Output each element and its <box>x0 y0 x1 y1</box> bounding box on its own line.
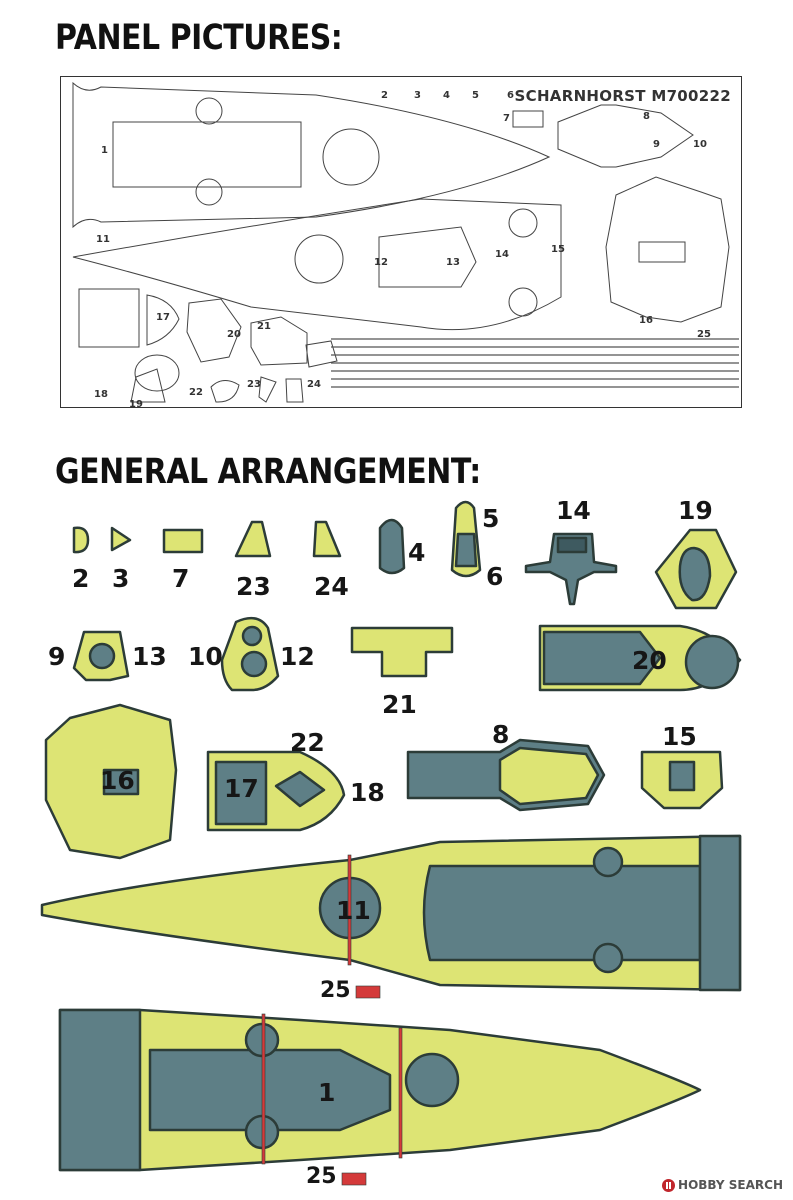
panel-label-9: 9 <box>653 139 660 150</box>
part-18 <box>274 770 326 808</box>
label-16: 16 <box>100 766 135 795</box>
panel-parts-outline <box>72 81 739 403</box>
label-25-b: 25 <box>306 1164 337 1189</box>
part-20-frame <box>542 630 662 686</box>
label-2: 2 <box>72 564 90 593</box>
panel-label-11: 11 <box>96 234 110 245</box>
label-9: 9 <box>48 642 66 671</box>
panel-label-19: 19 <box>129 399 143 410</box>
label-3: 3 <box>112 564 130 593</box>
label-19: 19 <box>678 496 713 525</box>
label-11: 11 <box>336 896 371 925</box>
panel-label-12: 12 <box>374 257 388 268</box>
panel-label-23: 23 <box>247 379 261 390</box>
panel-label-24: 24 <box>307 379 321 390</box>
part-7 <box>162 528 204 554</box>
panel-pictures-heading: PANEL PICTURES: <box>55 18 343 59</box>
label-18: 18 <box>350 778 385 807</box>
part-4 <box>378 518 406 575</box>
label-14: 14 <box>556 496 591 525</box>
label-17: 17 <box>224 774 259 803</box>
part-5-6-inner <box>454 532 478 568</box>
part-1-barbette <box>148 1048 392 1132</box>
part-8-deck <box>498 746 600 806</box>
panel-label-14: 14 <box>495 249 509 260</box>
label-10: 10 <box>188 642 223 671</box>
label-23: 23 <box>236 572 271 601</box>
panel-label-21: 21 <box>257 321 271 332</box>
panel-label-4: 4 <box>443 90 450 101</box>
part-21 <box>350 626 454 678</box>
hobby-search-watermark: HOBBY SEARCH <box>662 1178 783 1192</box>
part-24 <box>312 520 342 558</box>
part-14 <box>524 532 618 606</box>
panel-label-13: 13 <box>446 257 460 268</box>
label-5: 5 <box>482 504 500 533</box>
panel-label-1: 1 <box>101 145 108 156</box>
part-11-ring-a <box>592 846 624 878</box>
watermark-text: HOBBY SEARCH <box>678 1178 783 1192</box>
panel-label-2: 2 <box>381 90 388 101</box>
label-24: 24 <box>314 572 349 601</box>
part-16-plate <box>102 768 140 796</box>
label-1: 1 <box>318 1078 336 1107</box>
panel-label-8: 8 <box>643 111 650 122</box>
photo-etch-panel: SCHARNHORST M700222 1 2 3 4 5 6 7 8 9 10… <box>60 76 742 410</box>
part-15-block <box>668 760 696 792</box>
label-12: 12 <box>280 642 315 671</box>
label-4: 4 <box>408 538 426 567</box>
panel-label-15: 15 <box>551 244 565 255</box>
panel-label-18: 18 <box>94 389 108 400</box>
panel-label-22: 22 <box>189 387 203 398</box>
part-14-top <box>556 536 588 554</box>
part-9-13-boss <box>88 642 116 670</box>
marker-line-1b <box>261 1013 266 1165</box>
panel-label-17: 17 <box>156 312 170 323</box>
part-3 <box>110 526 132 552</box>
part-25-marker-b <box>341 1172 367 1186</box>
panel-title: SCHARNHORST M700222 <box>514 87 731 105</box>
part-11-barbette <box>422 864 702 962</box>
part-23 <box>234 520 272 558</box>
panel-label-10: 10 <box>693 139 707 150</box>
label-21: 21 <box>382 690 417 719</box>
part-11-ring-b <box>592 942 624 974</box>
hobby-search-logo-icon <box>662 1179 676 1192</box>
marker-line-11 <box>347 854 352 966</box>
part-25-marker-a <box>355 985 381 999</box>
label-20: 20 <box>632 646 667 675</box>
part-19-center <box>678 546 712 602</box>
panel-label-25: 25 <box>697 329 711 340</box>
label-25-a: 25 <box>320 978 351 1003</box>
label-15: 15 <box>662 722 697 751</box>
panel-label-6: 6 <box>507 90 514 101</box>
panel-label-20: 20 <box>227 329 241 340</box>
general-arrangement-heading: GENERAL ARRANGEMENT: <box>55 452 481 493</box>
panel-label-3: 3 <box>414 90 421 101</box>
part-10-12-gun <box>241 625 263 647</box>
part-10-12-boss <box>240 650 268 678</box>
marker-line-1a <box>398 1027 403 1159</box>
part-1-turret-ring <box>404 1052 460 1108</box>
panel-label-16: 16 <box>639 315 653 326</box>
part-2 <box>72 526 90 554</box>
label-8: 8 <box>492 720 510 749</box>
part-17 <box>214 760 268 826</box>
part-11-stern <box>698 834 742 992</box>
label-22: 22 <box>290 728 325 757</box>
label-13: 13 <box>132 642 167 671</box>
label-7: 7 <box>172 564 190 593</box>
part-20-turret <box>684 634 740 690</box>
panel-label-7: 7 <box>503 113 510 124</box>
label-6: 6 <box>486 562 504 591</box>
part-1-stern <box>58 1008 142 1172</box>
panel-label-5: 5 <box>472 90 479 101</box>
